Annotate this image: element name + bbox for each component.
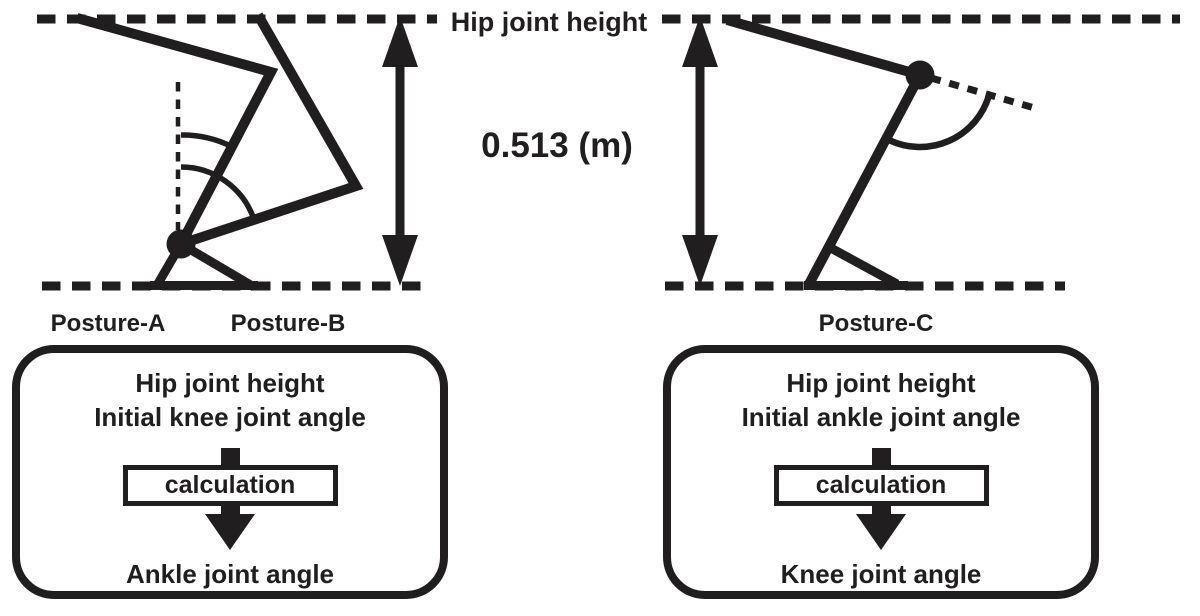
left-foot-top-edge (178, 240, 257, 291)
right-foot-top-edge (826, 243, 900, 288)
posture-c-calculation-box: Hip joint height Initial ankle joint ang… (663, 345, 1099, 599)
height-dimension-arrow-right (682, 16, 718, 286)
posture-b-label: Posture-B (231, 310, 346, 337)
left-box-calculation-block: calculation (122, 464, 338, 506)
posture-c-leg (803, 72, 925, 289)
posture-c-label: Posture-C (819, 310, 934, 337)
right-box-calculation-block: calculation (773, 464, 989, 506)
left-box-output-ankle-angle: Ankle joint angle (125, 559, 335, 589)
left-box-output-arrow-shaft (220, 505, 240, 514)
posture-a-thigh-shin (75, 13, 279, 247)
height-value-label: 0.513 (m) (481, 126, 633, 165)
posture-b-angle-arc (180, 164, 257, 220)
left-box-output-arrow-head (205, 514, 255, 550)
posture-ab-calculation-box: Hip joint height Initial knee joint angl… (12, 345, 448, 599)
right-box-input-hip-joint-height: Hip joint height (786, 368, 976, 398)
posture-a-label: Posture-A (51, 310, 166, 337)
right-box-output-knee-angle: Knee joint angle (780, 559, 982, 589)
posture-c-angle-arc (888, 95, 992, 151)
right-box-output-arrow-shaft (871, 505, 891, 514)
posture-a-angle-arc (180, 132, 233, 149)
posture-c-hip-joint-dot (905, 60, 935, 90)
posture-c-torso (725, 15, 922, 80)
left-foot-heel-edge (152, 241, 185, 290)
left-box-input-hip-joint-height: Hip joint height (135, 368, 325, 398)
left-box-calculation-label: calculation (164, 470, 296, 499)
posture-b-thigh-shin (179, 12, 364, 249)
right-box-output-arrow-head (856, 514, 906, 550)
hip-joint-height-line-label: Hip joint height (451, 7, 647, 37)
right-box-input-initial-ankle-angle: Initial ankle joint angle (741, 402, 1021, 432)
left-box-input-initial-knee-angle: Initial knee joint angle (94, 402, 366, 432)
height-dimension-arrow-left (382, 16, 418, 286)
left-box-input-arrow-stub (220, 448, 240, 465)
right-box-calculation-label: calculation (815, 470, 947, 499)
right-box-input-arrow-stub (871, 448, 891, 465)
